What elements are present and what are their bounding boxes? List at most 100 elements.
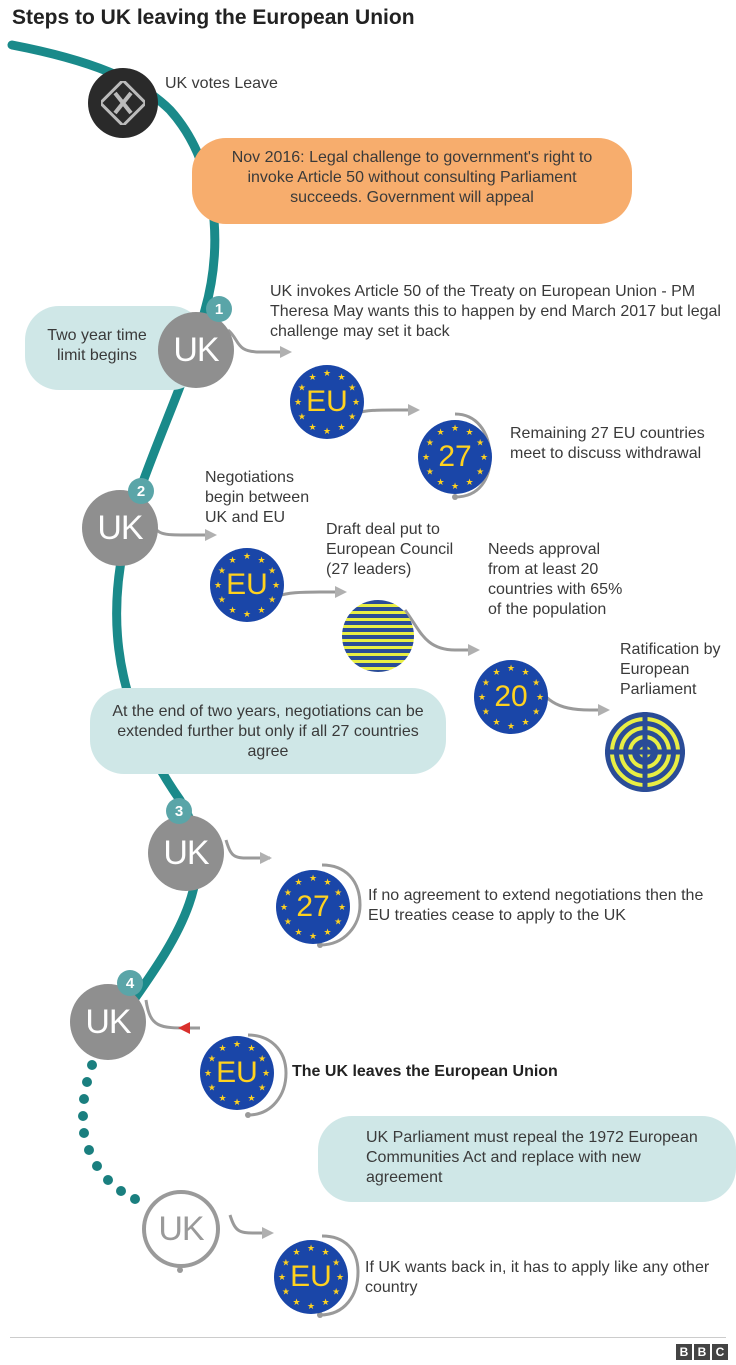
eu-star-icon: ★ xyxy=(298,383,306,393)
eu-stars-icon: ★★★★★★★★★★★★ xyxy=(478,663,544,731)
uk-circle-1: UK xyxy=(158,312,234,388)
eu-star-icon: ★ xyxy=(208,1054,216,1064)
eu-star-icon: ★ xyxy=(280,902,288,912)
eu-stars-icon: ★★★★★★★★★★★★ xyxy=(278,1243,344,1311)
connector-4 xyxy=(144,999,200,1030)
leaves-text: The UK leaves the European Union xyxy=(292,1063,558,1080)
legal-challenge-text: Nov 2016: Legal challenge to government'… xyxy=(231,149,593,206)
eu-star-icon: ★ xyxy=(258,1054,266,1064)
eu-label-2: EU xyxy=(226,568,268,601)
eu-circle-1: ★★★★★★★★★★★★ EU xyxy=(290,365,364,439)
step-number-2: 2 xyxy=(128,478,154,504)
footer-divider xyxy=(10,1337,726,1338)
step-number-4: 4 xyxy=(117,970,143,996)
eu-circle-2: ★★★★★★★★★★★★ EU xyxy=(210,548,284,622)
repeal-bubble: UK Parliament must repeal the 1972 Europ… xyxy=(318,1116,736,1202)
eu-star-icon: ★ xyxy=(228,605,236,615)
page-title: Steps to UK leaving the European Union xyxy=(12,6,415,29)
eu-star-icon: ★ xyxy=(218,566,226,576)
remaining27-text: Remaining 27 EU countries meet to discus… xyxy=(510,425,705,462)
eu-star-icon: ★ xyxy=(292,1247,300,1257)
eu-star-icon: ★ xyxy=(532,707,540,717)
connector-5b xyxy=(319,1234,360,1317)
legal-challenge-bubble: Nov 2016: Legal challenge to government'… xyxy=(192,138,632,224)
connector-2 xyxy=(148,519,205,537)
eu-star-icon: ★ xyxy=(321,1297,329,1307)
eu-circle-3: ★★★★★★★★★★★★ EU xyxy=(200,1036,274,1110)
back-in-text: If UK wants back in, it has to apply lik… xyxy=(365,1259,710,1296)
eu-star-icon: ★ xyxy=(492,717,500,727)
eu-star-icon: ★ xyxy=(334,917,342,927)
eu-star-icon: ★ xyxy=(247,1093,255,1103)
eu-star-icon: ★ xyxy=(337,372,345,382)
eu-star-icon: ★ xyxy=(422,452,430,462)
step-number-1: 1 xyxy=(206,296,232,322)
draft-deal-text: Draft deal put to European Council (27 l… xyxy=(326,521,454,578)
eu-star-icon: ★ xyxy=(309,931,317,941)
eu-star-icon: ★ xyxy=(307,1301,315,1311)
eu-star-icon: ★ xyxy=(337,422,345,432)
eu-stars-icon: ★★★★★★★★★★★★ xyxy=(422,423,488,491)
eu27-circle-1: ★★★★★★★★★★★★ 27 xyxy=(418,420,492,494)
uk-circle-3: UK xyxy=(148,815,224,891)
connector-4b xyxy=(247,1033,288,1117)
dotted-tail xyxy=(78,1060,140,1204)
eu-stars-icon: ★★★★★★★★★★★★ xyxy=(204,1039,270,1107)
eu-star-icon: ★ xyxy=(507,663,515,673)
eu-star-icon: ★ xyxy=(257,555,265,565)
eu-star-icon: ★ xyxy=(208,1083,216,1093)
no-agreement-text: If no agreement to extend negotiations t… xyxy=(368,887,704,924)
eu-star-icon: ★ xyxy=(352,397,360,407)
eu-star-icon: ★ xyxy=(521,717,529,727)
connector-3 xyxy=(224,839,270,860)
eu-star-icon: ★ xyxy=(268,595,276,605)
extension-bubble: At the end of two years, negotiations ca… xyxy=(90,688,446,774)
eu-star-icon: ★ xyxy=(338,902,346,912)
extension-text: At the end of two years, negotiations ca… xyxy=(112,703,424,760)
eu-star-icon: ★ xyxy=(272,580,280,590)
connector-3b xyxy=(319,863,362,947)
eu-label-4: EU xyxy=(290,1260,332,1293)
eu-star-icon: ★ xyxy=(218,595,226,605)
eu-star-icon: ★ xyxy=(258,1083,266,1093)
eu-star-icon: ★ xyxy=(426,438,434,448)
eu27-circle-2: ★★★★★★★★★★★★ 27 xyxy=(276,870,350,944)
eu-star-icon: ★ xyxy=(482,707,490,717)
ratification-text: Ratification by European Parliament xyxy=(620,641,721,698)
negotiations-text: Negotiations begin between UK and EU xyxy=(205,469,310,526)
eu-star-icon: ★ xyxy=(307,1243,315,1253)
eu-star-icon: ★ xyxy=(308,422,316,432)
uk-circle-4: UK xyxy=(70,984,146,1060)
bbc-logo-c: C xyxy=(712,1344,728,1360)
eu-star-icon: ★ xyxy=(298,412,306,422)
red-arrow-icon xyxy=(178,1022,190,1034)
eu-stars-icon: ★★★★★★★★★★★★ xyxy=(214,551,280,619)
eu20-label: 20 xyxy=(494,680,528,713)
eu-star-icon: ★ xyxy=(336,1272,344,1282)
eu-star-icon: ★ xyxy=(332,1258,340,1268)
eu-star-icon: ★ xyxy=(436,427,444,437)
ballot-cross-icon xyxy=(101,81,145,125)
eu-star-icon: ★ xyxy=(257,605,265,615)
eu-star-icon: ★ xyxy=(282,1287,290,1297)
eu-star-icon: ★ xyxy=(247,1043,255,1053)
eu-star-icon: ★ xyxy=(218,1093,226,1103)
eu-star-icon: ★ xyxy=(294,397,302,407)
eu-star-icon: ★ xyxy=(482,678,490,688)
eu-star-icon: ★ xyxy=(480,452,488,462)
eu-star-icon: ★ xyxy=(451,481,459,491)
vote-label: UK votes Leave xyxy=(165,75,278,92)
eu27-label-2: 27 xyxy=(296,890,330,923)
eu-star-icon: ★ xyxy=(243,551,251,561)
eu-star-icon: ★ xyxy=(478,692,486,702)
eu-star-icon: ★ xyxy=(521,667,529,677)
eu-star-icon: ★ xyxy=(451,423,459,433)
connector-5 xyxy=(228,1214,270,1235)
eu-star-icon: ★ xyxy=(492,667,500,677)
eu-star-icon: ★ xyxy=(233,1097,241,1107)
council-icon xyxy=(342,600,414,672)
eu-label-3: EU xyxy=(216,1056,258,1089)
eu-star-icon: ★ xyxy=(214,580,222,590)
repeal-text: UK Parliament must repeal the 1972 Europ… xyxy=(366,1129,698,1186)
eu-star-icon: ★ xyxy=(278,1272,286,1282)
